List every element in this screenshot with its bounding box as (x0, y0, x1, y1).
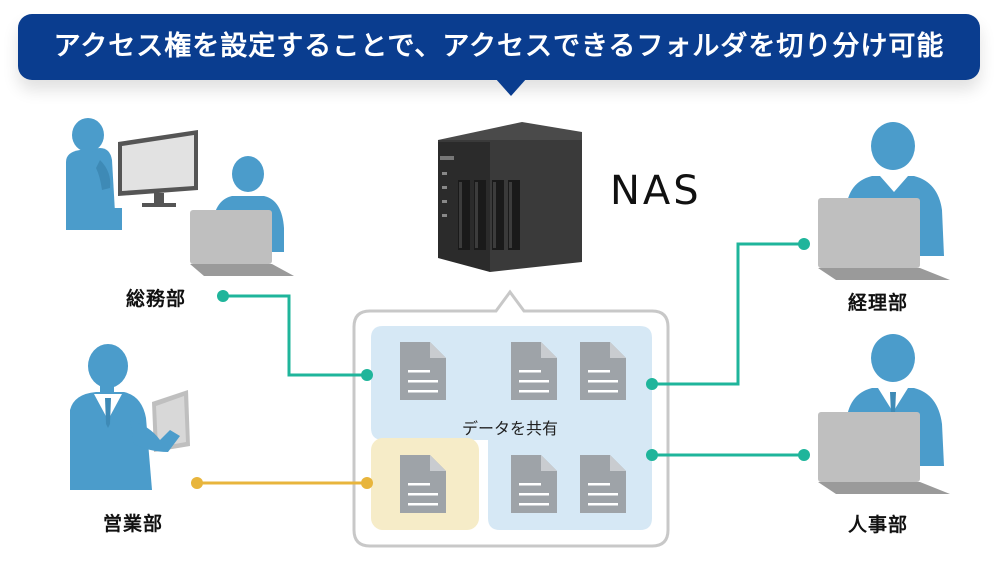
person-woman-accounting-icon (818, 122, 950, 280)
person-man-tablet-icon (70, 344, 190, 490)
dept-label-general-affairs: 総務部 (126, 288, 187, 310)
monitor-icon (118, 130, 198, 207)
connection-sales (191, 477, 373, 489)
connection-accounting (646, 238, 810, 390)
connection-hr (646, 449, 810, 461)
person-man-hr-icon (818, 334, 950, 494)
dept-label-sales: 営業部 (103, 513, 164, 535)
dept-label-accounting: 経理部 (848, 292, 909, 314)
shared-data-label: データを共有 (462, 419, 559, 438)
nas-icon (438, 122, 582, 272)
banner: アクセス権を設定することで、アクセスできるフォルダを切り分け可能 (18, 14, 980, 80)
connection-general-affairs (217, 290, 373, 381)
nas-label: NAS (610, 168, 702, 214)
banner-text: アクセス権を設定することで、アクセスできるフォルダを切り分け可能 (53, 31, 945, 62)
banner-arrow (495, 78, 527, 96)
person-man-at-monitor-icon (66, 118, 122, 230)
dept-label-hr: 人事部 (848, 514, 909, 536)
person-woman-laptop-icon (190, 156, 294, 276)
